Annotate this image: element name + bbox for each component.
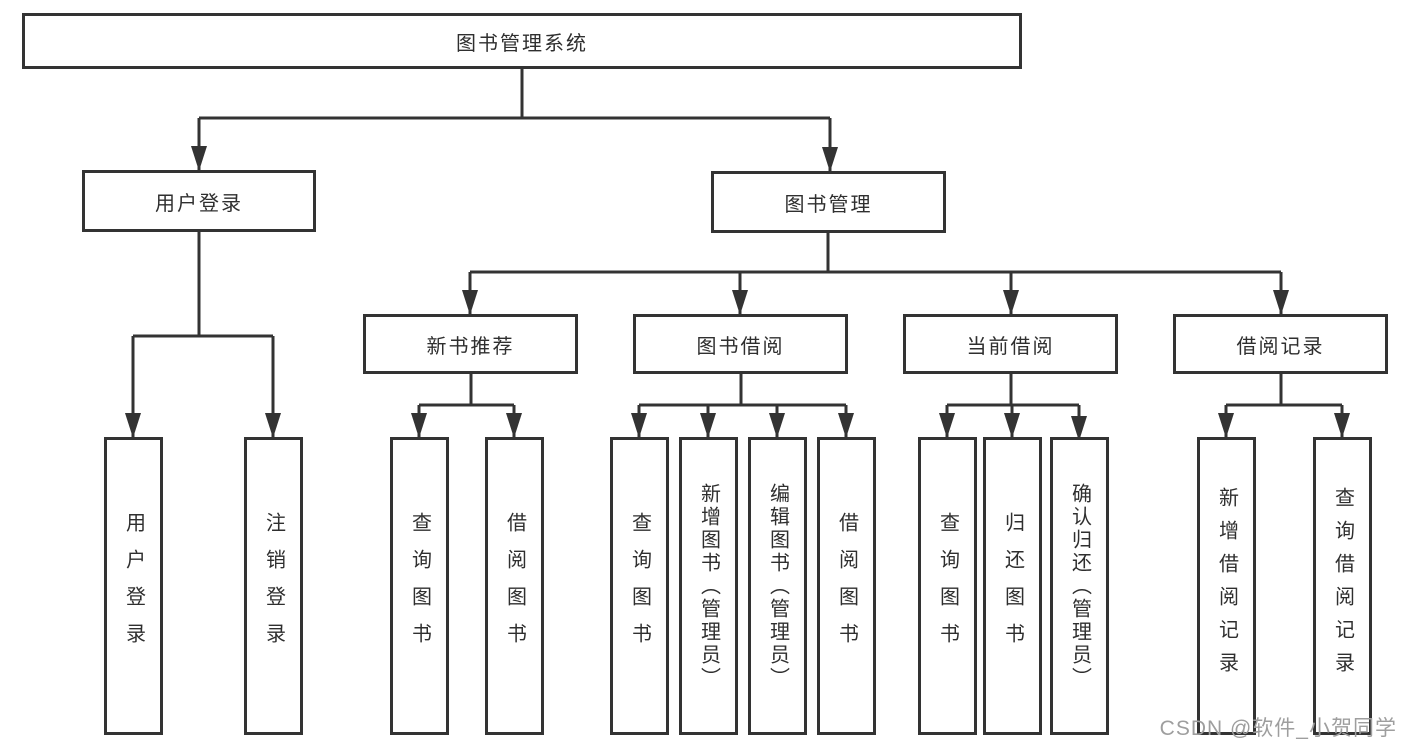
node-book-management: 图书管理 (711, 171, 946, 233)
leaf-borrow-books-recommend-label: 借阅图书 (503, 512, 526, 660)
leaf-borrow-books-recommend: 借阅图书 (485, 437, 544, 735)
leaf-return-book-label: 归还图书 (1001, 512, 1024, 660)
node-borrowing-records-label: 借阅记录 (1236, 335, 1325, 358)
leaf-query-books-borrowing: 查询图书 (610, 437, 669, 735)
node-library-system: 图书管理系统 (22, 13, 1022, 69)
leaf-query-books-borrowing-label: 查询图书 (628, 512, 651, 660)
node-book-borrowing: 图书借阅 (633, 314, 848, 374)
leaf-confirm-return-admin: 确认归还（管理员） (1050, 437, 1109, 735)
node-new-book-recommend-label: 新书推荐 (426, 335, 515, 358)
csdn-watermark: CSDN @软件_小贺同学 (1159, 717, 1397, 740)
node-library-system-label: 图书管理系统 (456, 32, 588, 55)
leaf-borrow-books-borrowing-label: 借阅图书 (835, 512, 858, 660)
leaf-add-borrow-record: 新增借阅记录 (1197, 437, 1256, 735)
node-user-login-label: 用户登录 (155, 192, 243, 215)
node-new-book-recommend: 新书推荐 (363, 314, 578, 374)
leaf-add-book-admin-label: 新增图书（管理员） (697, 482, 720, 690)
node-current-borrowing-label: 当前借阅 (966, 335, 1055, 358)
leaf-query-borrow-record: 查询借阅记录 (1313, 437, 1372, 735)
leaf-borrow-books-borrowing: 借阅图书 (817, 437, 876, 735)
leaf-query-books-current-label: 查询图书 (936, 512, 959, 660)
leaf-edit-book-admin: 编辑图书（管理员） (748, 437, 807, 735)
leaf-user-login: 用户登录 (104, 437, 163, 735)
leaf-query-books-current: 查询图书 (918, 437, 977, 735)
leaf-add-borrow-record-label: 新增借阅记录 (1215, 487, 1238, 685)
leaf-edit-book-admin-label: 编辑图书（管理员） (766, 482, 789, 690)
node-book-borrowing-label: 图书借阅 (696, 335, 785, 358)
leaf-return-book: 归还图书 (983, 437, 1042, 735)
node-user-login: 用户登录 (82, 170, 316, 232)
leaf-user-login-label: 用户登录 (122, 512, 145, 660)
leaf-add-book-admin: 新增图书（管理员） (679, 437, 738, 735)
node-borrowing-records: 借阅记录 (1173, 314, 1388, 374)
leaf-logout-label: 注销登录 (262, 512, 285, 660)
node-current-borrowing: 当前借阅 (903, 314, 1118, 374)
leaf-query-borrow-record-label: 查询借阅记录 (1331, 487, 1354, 685)
leaf-query-books-recommend: 查询图书 (390, 437, 449, 735)
leaf-logout: 注销登录 (244, 437, 303, 735)
leaf-query-books-recommend-label: 查询图书 (408, 512, 431, 660)
leaf-confirm-return-admin-label: 确认归还（管理员） (1068, 482, 1091, 690)
node-book-management-label: 图书管理 (784, 193, 873, 216)
